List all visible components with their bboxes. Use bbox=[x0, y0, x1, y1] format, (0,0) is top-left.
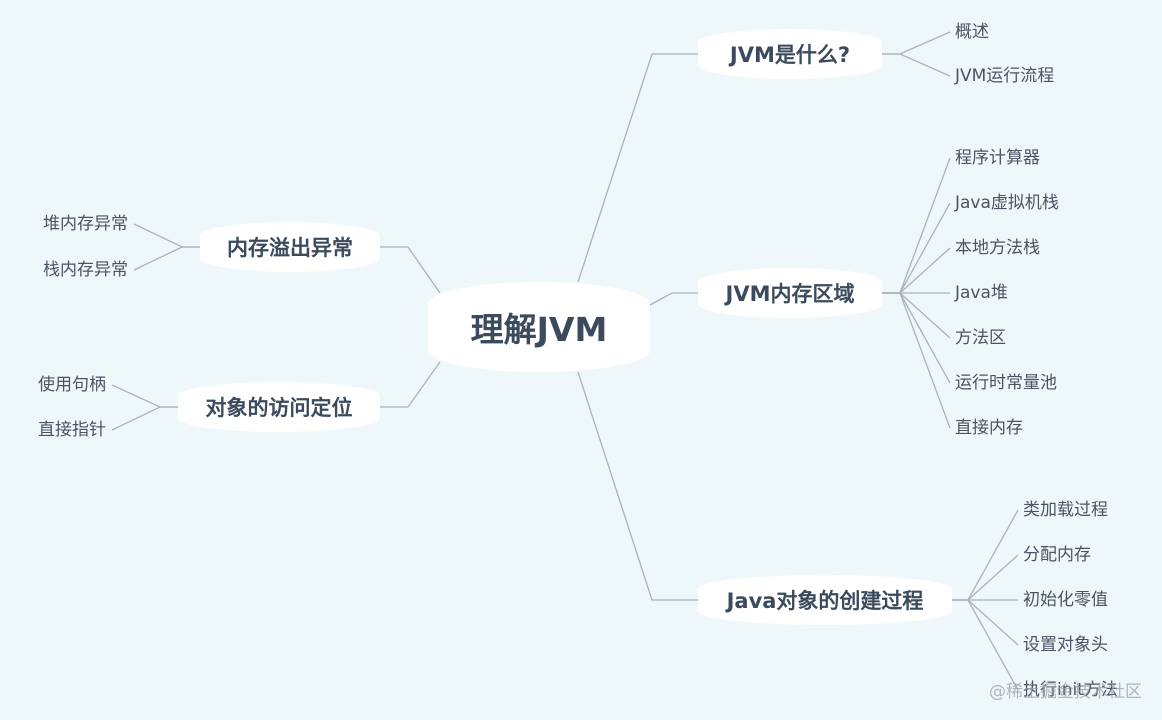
leaf-method-area[interactable]: 方法区 bbox=[955, 328, 1006, 348]
link-memory-6 bbox=[882, 292, 951, 429]
topic-object-access[interactable]: 对象的访问定位 bbox=[178, 382, 380, 432]
leaf-handle-access[interactable]: 使用句柄 bbox=[38, 375, 106, 395]
link-root-what bbox=[577, 53, 698, 283]
leaf-class-loading[interactable]: 类加载过程 bbox=[1023, 500, 1108, 520]
link-oom-1 bbox=[133, 246, 200, 271]
link-memory-0 bbox=[882, 157, 951, 294]
leaf-heap-oom[interactable]: 堆内存异常 bbox=[43, 214, 128, 234]
leaf-object-header[interactable]: 设置对象头 bbox=[1023, 635, 1108, 655]
topic-jvm-memory-areas[interactable]: JVM内存区域 bbox=[698, 268, 882, 318]
topic-oom-exceptions[interactable]: 内存溢出异常 bbox=[200, 222, 380, 272]
link-root-creation bbox=[577, 371, 698, 601]
leaf-stack-oom[interactable]: 栈内存异常 bbox=[43, 260, 128, 280]
leaf-init-method[interactable]: 执行init方法 bbox=[1023, 680, 1118, 700]
link-what-1 bbox=[882, 53, 951, 77]
link-memory-2 bbox=[882, 247, 951, 294]
leaf-overview[interactable]: 概述 bbox=[955, 22, 989, 42]
link-what-0 bbox=[882, 31, 951, 55]
topic-what-is-jvm[interactable]: JVM是什么? bbox=[698, 29, 882, 79]
link-oom-0 bbox=[133, 223, 200, 248]
topic-object-creation[interactable]: Java对象的创建过程 bbox=[698, 575, 952, 625]
leaf-program-counter[interactable]: 程序计算器 bbox=[955, 148, 1040, 168]
link-creation-0 bbox=[952, 509, 1019, 601]
leaf-allocate-memory[interactable]: 分配内存 bbox=[1023, 545, 1091, 565]
watermark: @稀土掘金技术社区 bbox=[989, 682, 1142, 702]
link-root-oom bbox=[380, 246, 441, 294]
root-node[interactable]: 理解JVM bbox=[428, 282, 650, 372]
link-access-1 bbox=[111, 406, 178, 431]
link-creation-4 bbox=[952, 599, 1019, 691]
link-creation-1 bbox=[952, 554, 1019, 601]
link-creation-3 bbox=[952, 599, 1019, 646]
link-access-0 bbox=[111, 384, 178, 408]
leaf-zero-init[interactable]: 初始化零值 bbox=[1023, 590, 1108, 610]
leaf-native-method-stack[interactable]: 本地方法栈 bbox=[955, 238, 1040, 258]
link-memory-4 bbox=[882, 292, 951, 339]
leaf-direct-memory[interactable]: 直接内存 bbox=[955, 418, 1023, 438]
link-root-memory bbox=[649, 292, 698, 306]
leaf-direct-pointer[interactable]: 直接指针 bbox=[38, 420, 106, 440]
leaf-jvm-run-flow[interactable]: JVM运行流程 bbox=[955, 66, 1055, 86]
leaf-java-heap[interactable]: Java堆 bbox=[955, 283, 1008, 303]
leaf-runtime-constant-pool[interactable]: 运行时常量池 bbox=[955, 373, 1057, 393]
leaf-jvm-stack[interactable]: Java虚拟机栈 bbox=[955, 193, 1059, 213]
link-root-access bbox=[380, 361, 441, 408]
